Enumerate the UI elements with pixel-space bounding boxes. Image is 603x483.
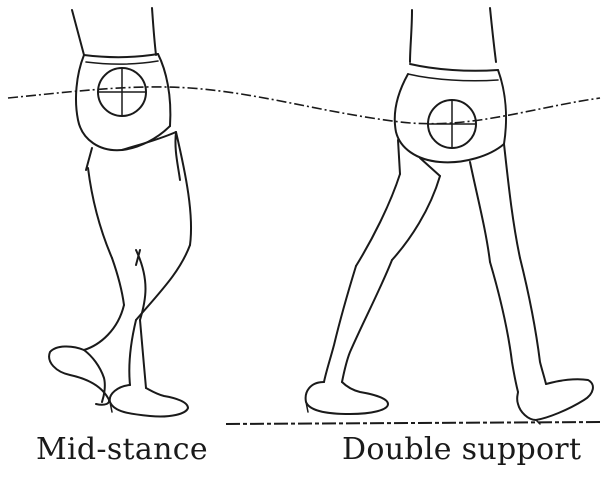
double-support-figure [306, 8, 593, 424]
mid-stance-figure [49, 8, 191, 417]
center-of-gravity-path [8, 87, 600, 124]
double-support-caption: Double support [342, 432, 581, 467]
mid-stance-caption: Mid-stance [36, 432, 208, 467]
ground-line [226, 422, 600, 424]
